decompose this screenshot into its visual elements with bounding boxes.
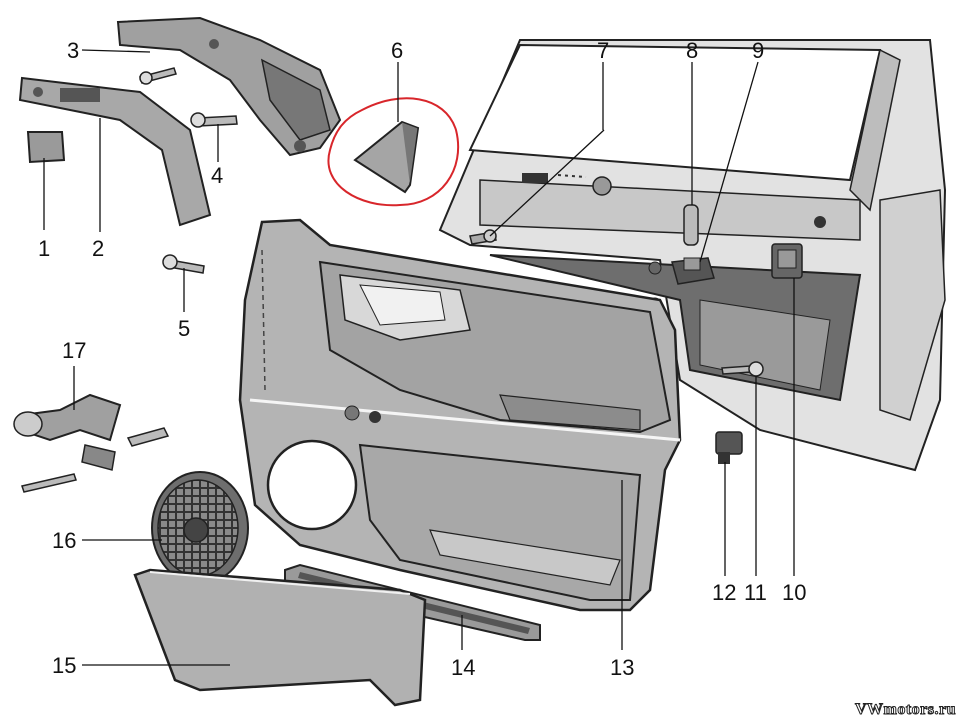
part-11-screw [721, 361, 764, 377]
callout-16: 16 [52, 528, 77, 553]
part-1-plug [26, 131, 66, 164]
part-16-speaker-grill [151, 471, 249, 585]
callout-3: 3 [67, 38, 80, 63]
callout-12: 12 [712, 580, 737, 605]
callout-6: 6 [391, 38, 404, 63]
part-10-clip [771, 243, 803, 279]
callout-2: 2 [92, 236, 105, 261]
part-13-door-trim-panel [238, 218, 682, 612]
callout-17: 17 [62, 338, 87, 363]
part-3-screw [139, 67, 177, 85]
callout-1: 1 [38, 236, 51, 261]
callout-14: 14 [451, 655, 476, 680]
watermark: VWmotors.ru [854, 701, 956, 719]
callout-5: 5 [178, 316, 191, 341]
callout-15: 15 [52, 653, 77, 678]
part-9-bracket [671, 257, 715, 285]
part-8-lock-knob [683, 204, 699, 246]
callout-10: 10 [782, 580, 807, 605]
callout-4: 4 [211, 163, 224, 188]
callout-9: 9 [752, 38, 765, 63]
part-15-map-pocket [133, 568, 427, 707]
part-12-clip [715, 431, 743, 464]
part-5-screw [162, 254, 205, 274]
callout-13: 13 [610, 655, 635, 680]
part-2-armrest-handle [18, 76, 212, 227]
highlight-circle [327, 97, 460, 207]
callout-7: 7 [597, 38, 610, 63]
callout-8: 8 [686, 38, 699, 63]
part-6-corner-cover [353, 120, 420, 194]
part-7-screw [469, 229, 497, 245]
leader-lines [43, 49, 795, 666]
callout-11: 11 [744, 580, 767, 605]
part-handle-bracket [116, 16, 342, 157]
part-17-window-winder [13, 393, 170, 493]
part-4-screw [190, 112, 238, 128]
